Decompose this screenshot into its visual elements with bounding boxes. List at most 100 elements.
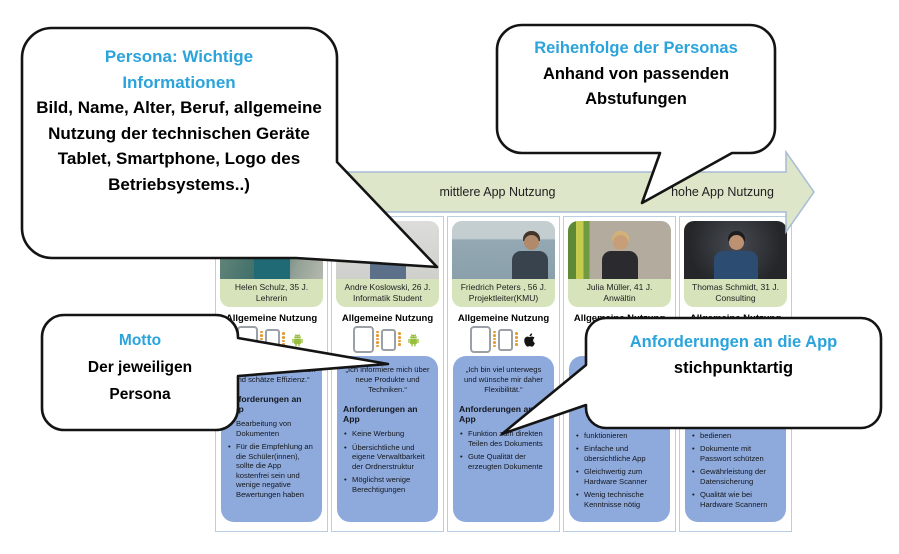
tablet-icon: [237, 325, 259, 353]
usage-level-dots: [282, 332, 285, 346]
arrow-label-high-usage: hohe App Nutzung: [671, 185, 774, 199]
persona-role: Projektleiter(KMU): [468, 292, 539, 303]
usage-heading: Allgemeine Nutzung: [689, 313, 782, 324]
person-silhouette: [380, 235, 396, 250]
callout-persona-info: Persona: Wichtige Informationen Bild, Na…: [30, 44, 328, 197]
person-silhouette: [728, 235, 744, 250]
person-silhouette: [264, 235, 280, 250]
requirements-list: funktionierenEinfache und übersichtliche…: [575, 431, 664, 509]
requirement-item: funktionieren: [575, 431, 664, 441]
requirement-item: Gleichwertig zum Hardware Scanner: [575, 467, 664, 486]
tablet-icon: [470, 325, 492, 353]
requirement-item: Einfache und übersichtliche App: [575, 444, 664, 463]
smartphone-icon: [498, 329, 513, 351]
persona-photo-block: Julia Müller, 41 J. Anwältin: [568, 221, 671, 307]
requirement-item: Dokumente mit Passwort schützen: [691, 444, 780, 463]
requirement-item: Gewährleistung der Datensicherung: [691, 467, 780, 486]
smartphone-icon: [265, 329, 280, 351]
tablet-icon: [353, 325, 375, 353]
usage-level-dots: [493, 330, 496, 348]
callout-title: Motto: [118, 332, 162, 349]
requirement-item: Übersichtliche und eigene Verwaltbarkeit…: [343, 443, 432, 471]
persona-motto: „Ich informiere mich über neue Produkte …: [345, 365, 430, 394]
requirement-item: Bearbeitung von Dokumenten: [227, 419, 316, 438]
persona-photo: [452, 221, 555, 279]
android-logo-icon: [405, 331, 422, 348]
persona-role: Lehrerin: [255, 292, 288, 303]
callout-title: Anforderungen an die App: [629, 333, 838, 351]
smartphone-icon: [381, 329, 396, 351]
persona-name-line: Andre Koslowski, 26 J.: [344, 282, 431, 292]
persona-photo: [336, 221, 439, 279]
callout-app-requirements: Anforderungen an die App stichpunktartig: [592, 329, 875, 382]
person-silhouette: [713, 251, 758, 279]
persona-card-3: Friedrich Peters , 56 J. Projektleiter(K…: [447, 216, 560, 532]
persona-motto: „Ich mag kreative Arbeiten und schätze E…: [227, 365, 316, 384]
persona-name: Andre Koslowski, 26 J. Informatik Studen…: [336, 279, 439, 307]
callout-order: Reihenfolge der Personas Anhand von pass…: [505, 36, 767, 113]
person-silhouette: [512, 251, 548, 279]
person-silhouette: [369, 251, 406, 279]
persona-details-box: „Ich informiere mich über neue Produkte …: [337, 356, 438, 522]
persona-photo-block: Helen Schulz, 35 J. Lehrerin: [220, 221, 323, 307]
usage-level-dots: [398, 332, 401, 346]
requirement-item: Gute Qualität der erzeugten Dokumente: [459, 452, 548, 471]
persona-name-line: Friedrich Peters , 56 J.: [460, 282, 547, 292]
arrow-label-mid-usage: mittlere App Nutzung: [439, 185, 556, 199]
requirement-item: bedienen: [691, 431, 780, 441]
requirements-list: Bearbeitung von DokumentenFür die Empfeh…: [227, 419, 316, 499]
device-icons: [219, 325, 324, 353]
requirements-heading: Anforderungen an App: [343, 403, 418, 424]
persona-card-2: Andre Koslowski, 26 J. Informatik Studen…: [331, 216, 444, 532]
persona-name-line: Helen Schulz, 35 J.: [234, 282, 309, 292]
requirement-item: Für die Empfehlung an die Schüler(innen)…: [227, 442, 316, 499]
usage-heading: Allgemeine Nutzung: [573, 313, 666, 324]
persona-name-line: Thomas Schmidt, 31 J.: [692, 282, 779, 292]
persona-name: Helen Schulz, 35 J. Lehrerin: [220, 279, 323, 307]
device-icons: [335, 325, 440, 353]
requirements-heading: Anforderungen an App: [459, 403, 534, 424]
callout-body: stichpunktartig: [673, 359, 794, 378]
person-silhouette: [524, 235, 539, 250]
persona-role: Informatik Student: [353, 292, 422, 303]
persona-motto: „Ich bin viel unterwegs und wünsche mir …: [464, 365, 543, 394]
requirements-heading: Anforderungen an App: [227, 393, 302, 415]
persona-name-line: Julia Müller, 41 J.: [586, 282, 653, 292]
persona-photo: [684, 221, 787, 279]
persona-role: Consulting: [715, 292, 756, 303]
requirement-item: Qualität wie bei Hardware Scannern: [691, 490, 780, 509]
usage-heading: Allgemeine Nutzung: [341, 313, 434, 324]
person-silhouette: [601, 251, 638, 279]
usage-level-dots: [376, 330, 379, 348]
usage-heading: Allgemeine Nutzung: [225, 313, 318, 324]
usage-level-dots: [260, 330, 263, 348]
callout-body: Bild, Name, Alter, Beruf, allgemeine Nut…: [36, 98, 322, 194]
persona-name: Friedrich Peters , 56 J. Projektleiter(K…: [452, 279, 555, 307]
persona-photo: [220, 221, 323, 279]
callout-motto: Motto Der jeweiligen Persona: [46, 327, 234, 408]
callout-body: Der jeweiligen Persona: [87, 359, 193, 404]
persona-photo: [568, 221, 671, 279]
requirements-list: bedienenDokumente mit Passwort schützenG…: [691, 431, 780, 509]
apple-logo-icon: [522, 331, 537, 348]
requirement-item: Wenig technische Kenntnisse nötig: [575, 490, 664, 509]
persona-details-box: „Ich bin viel unterwegs und wünsche mir …: [453, 356, 554, 522]
persona-role: Anwältin: [603, 292, 636, 303]
persona-name: Julia Müller, 41 J. Anwältin: [568, 279, 671, 307]
persona-photo-block: Thomas Schmidt, 31 J. Consulting: [684, 221, 787, 307]
callout-title: Reihenfolge der Personas: [534, 39, 738, 57]
persona-details-box: „Ich mag kreative Arbeiten und schätze E…: [221, 356, 322, 522]
requirements-list: Funktion zum direkten Teilen des Dokumen…: [459, 429, 548, 471]
person-silhouette: [612, 235, 628, 250]
callout-body: Anhand von passenden Abstufungen: [542, 64, 730, 109]
person-silhouette: [253, 251, 290, 279]
android-logo-icon: [289, 331, 306, 348]
requirement-item: Keine Werbung: [343, 429, 432, 439]
usage-level-dots: [515, 332, 518, 346]
requirement-item: Möglichst wenige Berechtigungen: [343, 475, 432, 494]
device-icons: [451, 325, 556, 353]
persona-photo-block: Andre Koslowski, 26 J. Informatik Studen…: [336, 221, 439, 307]
usage-heading: Allgemeine Nutzung: [457, 313, 550, 324]
requirements-list: Keine WerbungÜbersichtliche und eigene V…: [343, 429, 432, 494]
